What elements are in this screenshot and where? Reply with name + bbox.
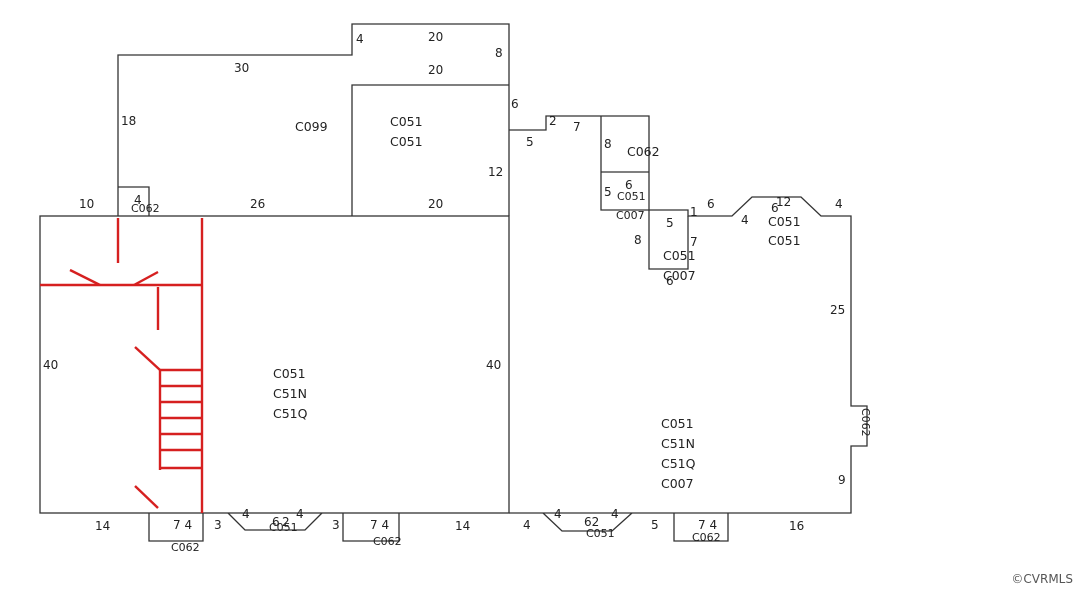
- dim-label: 2: [282, 515, 290, 529]
- area-code: C051: [273, 366, 306, 381]
- dim-label: 4: [741, 213, 749, 227]
- dim-label: 9: [838, 473, 846, 487]
- area-code: C007: [661, 476, 694, 491]
- area-code: C062: [692, 531, 721, 544]
- dim-label: 4: [554, 507, 562, 521]
- area-code: C062: [373, 535, 402, 548]
- dim-label: 3: [214, 518, 222, 532]
- dim-label: 20: [428, 63, 443, 77]
- closet-divider-a: [600, 116, 649, 211]
- area-code: C51N: [661, 436, 695, 451]
- dim-label: 10: [79, 197, 94, 211]
- bottom-bump-a: [148, 513, 204, 542]
- area-code: C051: [269, 521, 298, 534]
- dim-label: 5: [651, 518, 659, 532]
- stair-diag-upper: [134, 346, 161, 371]
- dim-label: 3: [332, 518, 340, 532]
- dim-label: 40: [43, 358, 58, 372]
- dim-label: 40: [486, 358, 501, 372]
- main-left-room-outline: [39, 215, 510, 514]
- dim-label: 4: [523, 518, 531, 532]
- dim-label: 1: [690, 205, 698, 219]
- area-code: C51Q: [273, 406, 308, 421]
- plan-walls: [39, 23, 868, 542]
- dim-label: 4: [356, 32, 364, 46]
- dim-label: 6: [272, 515, 280, 529]
- dimension-labels: 30 4 20 20 8 18 6 12 2 7 5 8 5 6 10 4 26…: [43, 30, 872, 533]
- dim-label: 8: [634, 233, 642, 247]
- upper-right-room-outline: [351, 84, 509, 216]
- dim-label: 4: [134, 193, 142, 207]
- dim-label: C062: [859, 408, 872, 437]
- area-code: C051: [617, 190, 646, 203]
- dim-label: 6: [666, 274, 674, 288]
- area-code: C007: [616, 209, 645, 222]
- dim-label: 4: [242, 507, 250, 521]
- dim-label: 2: [549, 114, 557, 128]
- chimney-box: [118, 186, 150, 216]
- dim-label: 7: [573, 120, 581, 134]
- dim-label: 14: [95, 519, 110, 533]
- dim-label: 8: [495, 46, 503, 60]
- dim-label: 6: [707, 197, 715, 211]
- bottom-bump-b: [342, 513, 400, 542]
- area-code: C007: [663, 268, 696, 283]
- dim-label: 16: [789, 519, 804, 533]
- dim-label: 6: [771, 201, 779, 215]
- dim-label: 25: [830, 303, 845, 317]
- bottom-bay-b: [542, 512, 633, 532]
- area-code: C51N: [273, 386, 307, 401]
- copyright-notice: ©CVRMLS: [1011, 572, 1073, 586]
- dim-label: 62: [584, 515, 599, 529]
- stair-diag-lower: [134, 485, 159, 509]
- dim-label: 7 4: [698, 518, 717, 532]
- dim-label: 5: [666, 216, 674, 230]
- area-code: C051: [661, 416, 694, 431]
- dim-label: 8: [604, 137, 612, 151]
- dim-label: 7: [690, 235, 698, 249]
- area-code: C062: [131, 202, 160, 215]
- stair-treads: [160, 368, 202, 470]
- main-right-room-outline: [509, 115, 868, 514]
- dim-label: 5: [604, 185, 612, 199]
- area-code: C051: [663, 248, 696, 263]
- dim-label: 4: [835, 197, 843, 211]
- area-code: C062: [627, 144, 660, 159]
- area-code: C051: [586, 527, 615, 540]
- dim-label: 4: [611, 507, 619, 521]
- dim-label: 7 4: [173, 518, 192, 532]
- dim-label: 20: [428, 30, 443, 44]
- bottom-bay-a: [227, 512, 323, 531]
- stair-arrow-right: [133, 270, 159, 287]
- dim-label: 26: [250, 197, 265, 211]
- area-code: C051: [390, 114, 423, 129]
- area-code: C51Q: [661, 456, 696, 471]
- area-code: C051: [768, 233, 801, 248]
- dim-label: 6: [625, 178, 633, 192]
- inner-box: [648, 210, 689, 270]
- area-codes: C099 C051 C051 C062 C051 C007 C062 C051 …: [131, 114, 801, 554]
- dim-label: 20: [428, 197, 443, 211]
- dim-label: 5: [526, 135, 534, 149]
- dim-label: 30: [234, 61, 249, 75]
- dim-label: 4: [296, 507, 304, 521]
- upper-left-room-outline: [117, 23, 510, 216]
- area-code: C062: [171, 541, 200, 554]
- dim-label: 14: [455, 519, 470, 533]
- dim-label: 12: [488, 165, 503, 179]
- dim-label: 18: [121, 114, 136, 128]
- bottom-bump-c: [673, 513, 729, 542]
- dim-label: 6: [511, 97, 519, 111]
- dim-label: 12: [776, 195, 791, 209]
- area-code: C051: [390, 134, 423, 149]
- stair-arrow-left: [69, 268, 101, 287]
- dim-label: 7 4: [370, 518, 389, 532]
- area-code: C099: [295, 119, 328, 134]
- staircase: [40, 218, 204, 513]
- area-code: C051: [768, 214, 801, 229]
